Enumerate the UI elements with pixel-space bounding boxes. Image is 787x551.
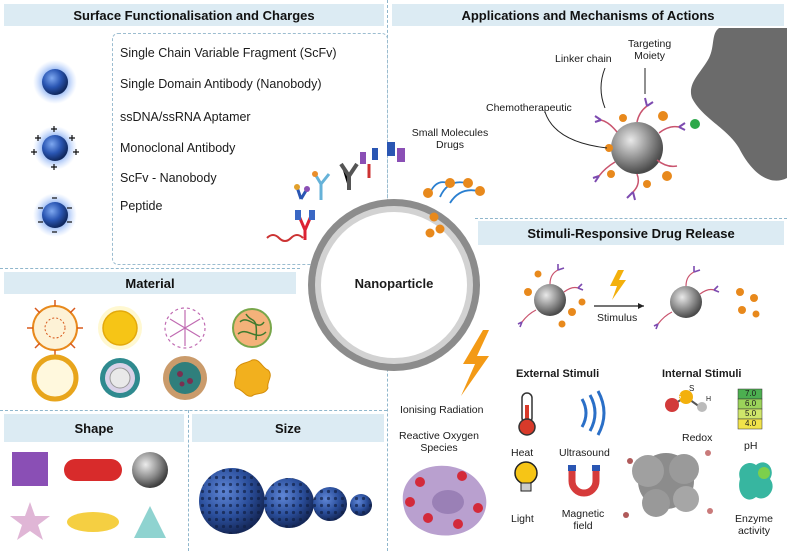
dendrimer bbox=[164, 307, 206, 349]
light-label: Light bbox=[511, 513, 534, 525]
ultrasound-label: Ultrasound bbox=[559, 447, 610, 459]
shape-size-divider bbox=[188, 410, 189, 551]
nanoflower bbox=[234, 359, 271, 397]
size-sphere-small bbox=[313, 487, 347, 521]
ligand-item-nanobody: Single Domain Antibody (Nanobody) bbox=[120, 77, 322, 91]
ph-scale-value-2: 5.0 bbox=[745, 409, 757, 418]
external-stimuli-heading: External Stimuli bbox=[516, 368, 600, 380]
neutral-particle bbox=[33, 60, 77, 104]
square-shape bbox=[12, 452, 48, 486]
released-drugs bbox=[736, 288, 760, 318]
targeted-nanoparticle bbox=[592, 97, 686, 201]
micelle-drug bbox=[163, 356, 207, 400]
applications-diagram bbox=[544, 28, 787, 201]
size-sphere-medium bbox=[264, 478, 314, 528]
triangle-shape bbox=[134, 506, 166, 538]
ionising-bolt bbox=[461, 330, 489, 396]
top-left-divider bbox=[0, 268, 300, 269]
positive-particle bbox=[31, 126, 79, 170]
lipid-vesicle bbox=[31, 354, 79, 402]
ph-scale-value-3: 4.0 bbox=[745, 419, 757, 428]
magnetic-field-label: Magnetic field bbox=[561, 508, 605, 532]
scfv-ligand bbox=[294, 184, 310, 200]
tumor-cell bbox=[690, 28, 787, 181]
chemo-pointer bbox=[544, 111, 608, 149]
heat-label: Heat bbox=[511, 447, 534, 459]
enzyme-activity-label: Enzyme activity bbox=[735, 513, 773, 537]
ph-scale-value-1: 6.0 bbox=[745, 399, 757, 408]
rim-ligands bbox=[266, 142, 405, 242]
redox-h-label: H bbox=[706, 396, 712, 403]
liposome-spiky bbox=[27, 300, 83, 356]
tumor-cluster bbox=[623, 450, 713, 518]
gold-nanoparticle bbox=[98, 306, 142, 350]
rod-shape bbox=[64, 459, 122, 481]
enzyme-icon bbox=[739, 462, 773, 500]
sphere-shape bbox=[132, 452, 168, 488]
charged-particles bbox=[31, 60, 79, 237]
receptor-binding bbox=[690, 119, 700, 129]
np-after-release bbox=[653, 266, 720, 330]
nanobody-ligand bbox=[312, 171, 331, 200]
ph-scale-icon bbox=[737, 388, 763, 430]
materials-grid bbox=[27, 300, 272, 402]
ligand-item-scfv-nanobody: ScFv - Nanobody bbox=[120, 171, 217, 185]
monoclonal-ligand bbox=[339, 162, 359, 190]
size-sphere-tiny bbox=[350, 494, 372, 516]
ligand-item-monoclonal: Monoclonal Antibody bbox=[120, 141, 236, 155]
ros-label: Reactive Oxygen Species bbox=[399, 430, 479, 454]
star-shape bbox=[10, 502, 50, 540]
redox-molecule bbox=[665, 390, 707, 412]
linker-chain-label: Linker chain bbox=[555, 53, 612, 65]
thermometer-icon bbox=[518, 392, 536, 436]
ph-label: pH bbox=[744, 440, 758, 452]
ligand-item-scfv: Single Chain Variable Fragment (ScFv) bbox=[120, 46, 337, 60]
applications-section-header: Applications and Mechanisms of Actions bbox=[392, 4, 784, 26]
small-molecules-label: Small Molecules Drugs bbox=[411, 127, 489, 151]
chemotherapeutic-label: Chemotherapeutic bbox=[486, 102, 572, 114]
shape-section-header: Shape bbox=[4, 414, 184, 442]
size-sphere-large bbox=[199, 468, 265, 534]
internal-stimuli-heading: Internal Stimuli bbox=[662, 368, 742, 380]
core-shell-particle bbox=[100, 358, 140, 398]
peptide-ligand bbox=[387, 142, 405, 162]
shapes-group bbox=[10, 452, 168, 540]
ligand-item-peptide: Peptide bbox=[120, 199, 163, 213]
aptamer-ligand bbox=[266, 234, 304, 242]
mid-left-divider bbox=[0, 410, 387, 411]
redox-label: Redox bbox=[682, 432, 713, 444]
external-stimuli-icons bbox=[514, 390, 606, 497]
negative-particle bbox=[33, 193, 77, 237]
targeting-moiety-label: Targeting Moiety bbox=[628, 38, 672, 62]
ph-scale-value-0: 7.0 bbox=[745, 389, 757, 398]
stimulus-release-diagram bbox=[517, 264, 760, 330]
magnet-icon bbox=[568, 465, 600, 497]
redox-s-label: S bbox=[689, 384, 695, 393]
material-section-header: Material bbox=[4, 272, 296, 294]
internal-stimuli-icons bbox=[623, 388, 773, 518]
antibody-ligand bbox=[295, 210, 315, 240]
lightning-icon-small bbox=[610, 270, 626, 300]
small-molecule-drugs bbox=[423, 178, 485, 238]
size-section-header: Size bbox=[192, 414, 384, 442]
linker-pointer bbox=[600, 67, 606, 109]
size-spheres bbox=[199, 468, 372, 534]
stimulus-label: Stimulus bbox=[597, 312, 638, 324]
ellipse-shape bbox=[67, 512, 119, 532]
redox-g-label: G bbox=[675, 392, 682, 401]
center-label: Nanoparticle bbox=[354, 276, 434, 291]
central-nanoparticle bbox=[308, 199, 480, 371]
ionising-radiation-label: Ionising Radiation bbox=[400, 404, 484, 416]
stimuli-section-header: Stimuli-Responsive Drug Release bbox=[478, 221, 784, 245]
ligand-item-aptamer: ssDNA/ssRNA Aptamer bbox=[120, 110, 251, 124]
np-before-release bbox=[517, 264, 586, 328]
scfv-nanobody-ligand bbox=[360, 148, 378, 178]
lightning-icon-large bbox=[461, 330, 489, 396]
ros-cell bbox=[402, 465, 487, 536]
ultrasound-icon bbox=[580, 390, 606, 436]
polymer-nanoparticle bbox=[232, 308, 272, 348]
right-divider bbox=[475, 218, 787, 219]
surface-section-header: Surface Functionalisation and Charges bbox=[4, 4, 384, 26]
lightbulb-icon bbox=[514, 461, 538, 492]
